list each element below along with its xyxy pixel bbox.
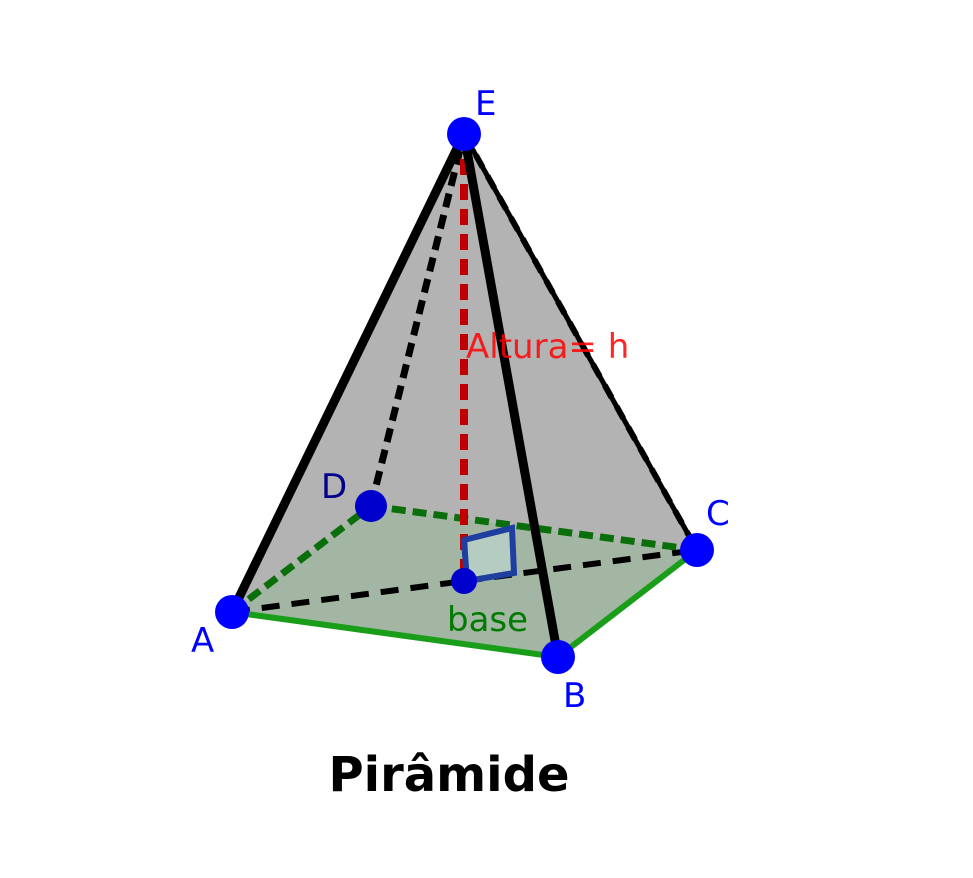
vertex-point-e [447, 117, 481, 151]
vertex-point-center [451, 568, 477, 594]
edge-ad-hidden [229, 503, 374, 615]
edge-ce [461, 132, 700, 552]
figure-title: Pirâmide [328, 747, 569, 803]
edge-be [459, 133, 563, 658]
base-diagonal-a-center [231, 578, 465, 615]
right-angle-marker [460, 524, 518, 585]
face-abe [232, 134, 558, 657]
edge-bc [556, 547, 699, 660]
face-bce [464, 134, 697, 657]
vertex-label-d: D [321, 467, 347, 507]
height-label: Altura= h [466, 327, 629, 367]
vertex-label-a: A [191, 621, 214, 661]
vertex-point-c [680, 533, 714, 567]
edge-de-hidden [367, 133, 468, 507]
vertex-point-a [215, 595, 249, 629]
base-label: base [447, 600, 528, 640]
face-dce [371, 134, 697, 550]
vertex-label-c: C [706, 494, 730, 534]
edge-ab [231, 609, 559, 660]
vertex-label-e: E [475, 84, 496, 124]
edge-dc-hidden [370, 502, 698, 554]
edge-ae [227, 132, 469, 614]
vertex-point-b [541, 640, 575, 674]
vertex-label-b: B [563, 676, 586, 716]
vertex-point-d [355, 490, 387, 522]
